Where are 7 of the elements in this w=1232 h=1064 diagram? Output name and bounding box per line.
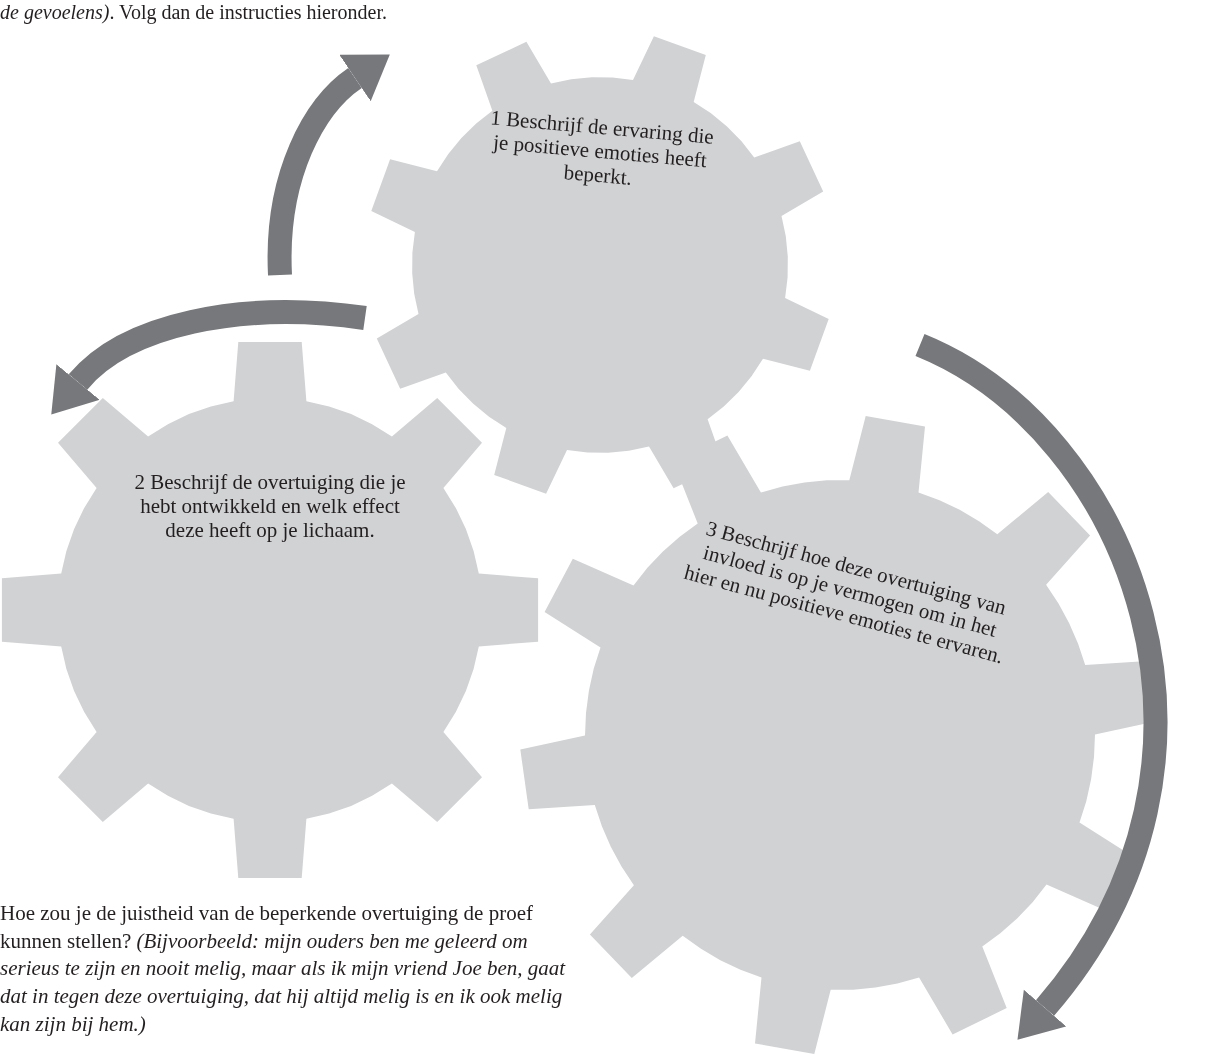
curved-arrow xyxy=(48,300,367,413)
question-text: Hoe zou je de juistheid van de beperkende overtuiging de proef kunnen stellen? (Bijvoorbeeld: mijn ouders ben me geleerd om serieus te zijn en nooit melig, maar als ik mijn vriend Joe ben, gaat dat in tegen deze overtuiging, dat hij altijd melig is en ik ook melig kan zijn bij hem.) xyxy=(0,900,567,1038)
curved-arrow xyxy=(914,334,1167,1042)
curved-arrow xyxy=(267,52,389,276)
step-text: 1 Beschrijf de ervaring die je positieve emoties heeft beperkt. xyxy=(488,105,716,193)
instruction-text: de gevoelens). Volg dan de instructies hieronder. xyxy=(0,0,387,24)
step-text: 2 Beschrijf de overtuiging die je hebt ontwikkeld en welk effect deze heeft op je lichaam. xyxy=(133,470,407,543)
